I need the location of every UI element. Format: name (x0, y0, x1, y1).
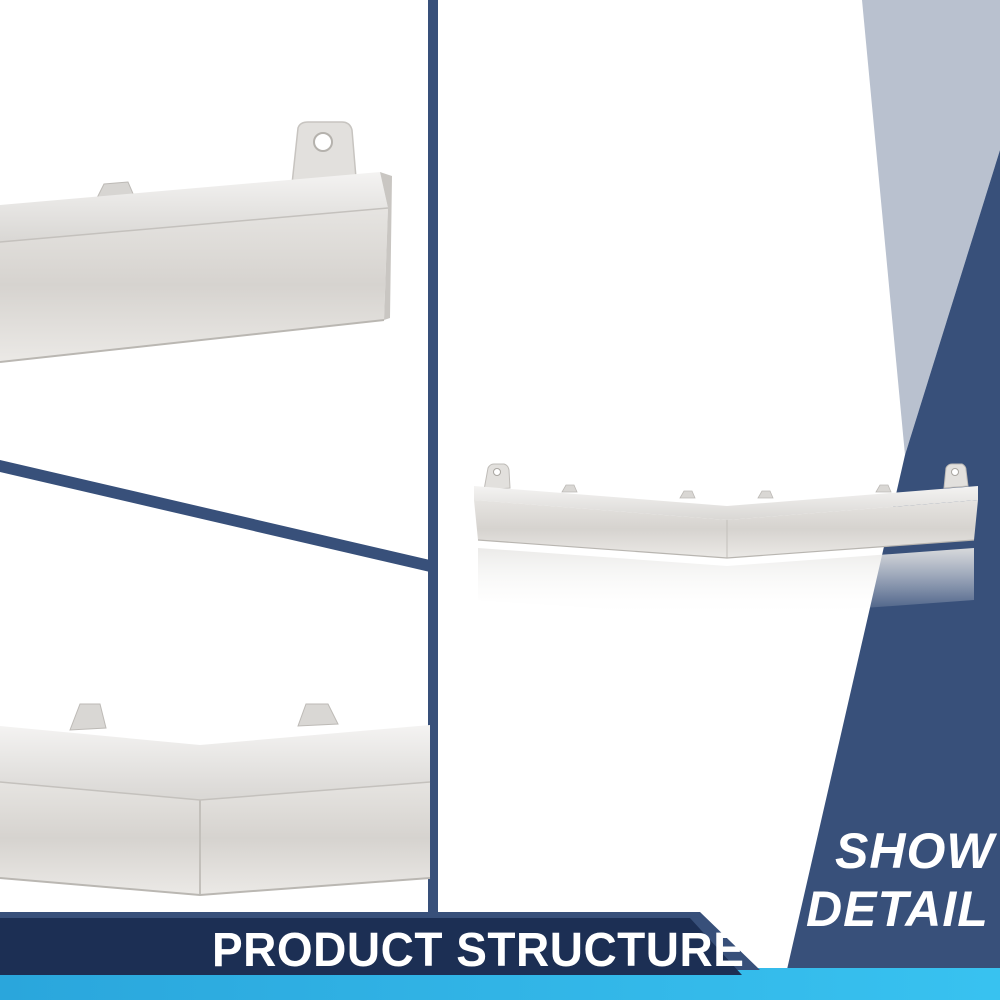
callout-line-2: DETAIL (806, 881, 989, 937)
trim-closeup-top (0, 121, 392, 363)
banner-band (0, 918, 742, 975)
slate-backdrop (862, 0, 1000, 455)
trim-closeup-bottom (0, 703, 431, 897)
banner-title: PRODUCT STRUCTURE (212, 921, 745, 977)
vertical-divider (428, 0, 438, 1000)
trim-full-view (474, 463, 978, 618)
callout-line-1: SHOW (835, 823, 995, 879)
diagonal-divider (0, 460, 430, 572)
